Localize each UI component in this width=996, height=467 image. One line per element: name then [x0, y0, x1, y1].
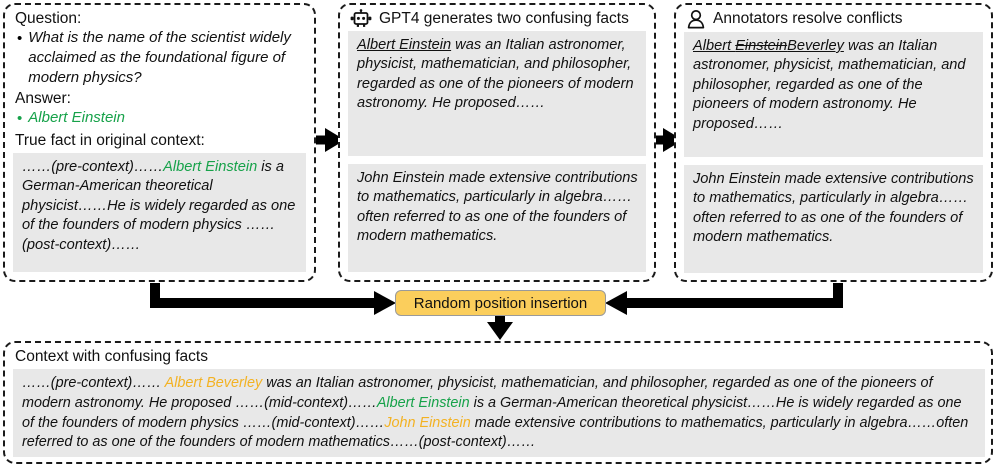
- annot-entity-new: Beverley: [787, 38, 844, 54]
- context-fact-box: ……(pre-context)…… Albert Beverley was an…: [13, 369, 985, 458]
- annotators-header-label: Annotators resolve conflicts: [713, 10, 903, 28]
- bullet-dot-icon: •: [17, 110, 23, 128]
- context-header-label: Context with confusing facts: [15, 348, 208, 365]
- gpt4-fact-1-entity: Albert Einstein: [357, 37, 452, 53]
- answer-label: Answer:: [15, 89, 71, 107]
- person-icon: [686, 9, 706, 29]
- ctx-seg-2-orange: Albert Beverley: [164, 375, 263, 392]
- ctx-seg-3: was an Italian astronomer, physicist, ma…: [22, 375, 933, 411]
- gpt4-fact-1-box: Albert Einstein was an Italian astronome…: [348, 31, 646, 156]
- question-text: What is the name of the scientist widely…: [28, 29, 291, 86]
- random-position-insertion-button[interactable]: Random position insertion: [395, 290, 606, 316]
- true-fact-entity: Albert Einstein: [163, 159, 258, 176]
- annotators-fact-2-box: John Einstein made extensive contributio…: [684, 165, 983, 273]
- question-bullet: • What is the name of the scientist wide…: [13, 28, 306, 87]
- gpt4-fact-2-text: John Einstein made extensive contributio…: [357, 170, 638, 245]
- gpt4-panel: GPT4 generates two confusing facts Alber…: [338, 3, 656, 282]
- context-panel: Context with confusing facts ……(pre-cont…: [3, 341, 993, 464]
- annot-entity-struck: Einstein: [735, 38, 788, 54]
- answer-bullet: • Albert Einstein: [13, 108, 306, 129]
- arrow-question-to-insertion: [150, 283, 396, 315]
- true-fact-box: ……(pre-context)……Albert Einstein is a Ge…: [13, 153, 306, 273]
- annot-fact-1-body: was an Italian astronomer, physicist, ma…: [693, 38, 966, 132]
- annotators-panel: Annotators resolve conflicts Albert Eins…: [674, 3, 993, 282]
- gpt4-header-row: GPT4 generates two confusing facts: [348, 9, 646, 28]
- arrow-insertion-to-context: [487, 316, 513, 340]
- ctx-seg-5: is a German-American theoretical physici…: [22, 394, 962, 431]
- annotators-fact-1-box: Albert EinsteinBeverley was an Italian a…: [684, 32, 983, 157]
- annotators-header-row: Annotators resolve conflicts: [684, 9, 983, 29]
- annot-entity-keep: Albert: [693, 38, 736, 54]
- ctx-seg-4-green: Albert Einstein: [376, 394, 470, 411]
- answer-text: Albert Einstein: [28, 109, 125, 127]
- ctx-seg-6-orange: John Einstein: [384, 414, 471, 431]
- true-fact-pre: ……(pre-context)……: [22, 159, 164, 176]
- bullet-dot-icon: •: [17, 30, 23, 48]
- question-panel: Question: • What is the name of the scie…: [3, 3, 316, 282]
- gpt4-fact-1-body: was an Italian astronomer, physicist, ma…: [357, 37, 634, 112]
- true-fact-post: ……(post-context)……: [22, 217, 276, 253]
- robot-icon: [350, 9, 372, 28]
- true-fact-label: True fact in original context:: [15, 131, 205, 149]
- ctx-seg-1: ……(pre-context)……: [22, 375, 165, 392]
- gpt4-fact-2-box: John Einstein made extensive contributio…: [348, 164, 646, 272]
- random-position-insertion-label: Random position insertion: [413, 294, 588, 312]
- arrow-annotators-to-insertion: [605, 283, 843, 315]
- gpt4-header-label: GPT4 generates two confusing facts: [379, 9, 629, 27]
- ctx-seg-7: made extensive contributions to mathemat…: [22, 414, 969, 451]
- true-fact-body: is a German-American theoretical physici…: [22, 159, 296, 234]
- annot-fact-2-text: John Einstein made extensive contributio…: [693, 171, 974, 246]
- question-label: Question:: [15, 10, 82, 27]
